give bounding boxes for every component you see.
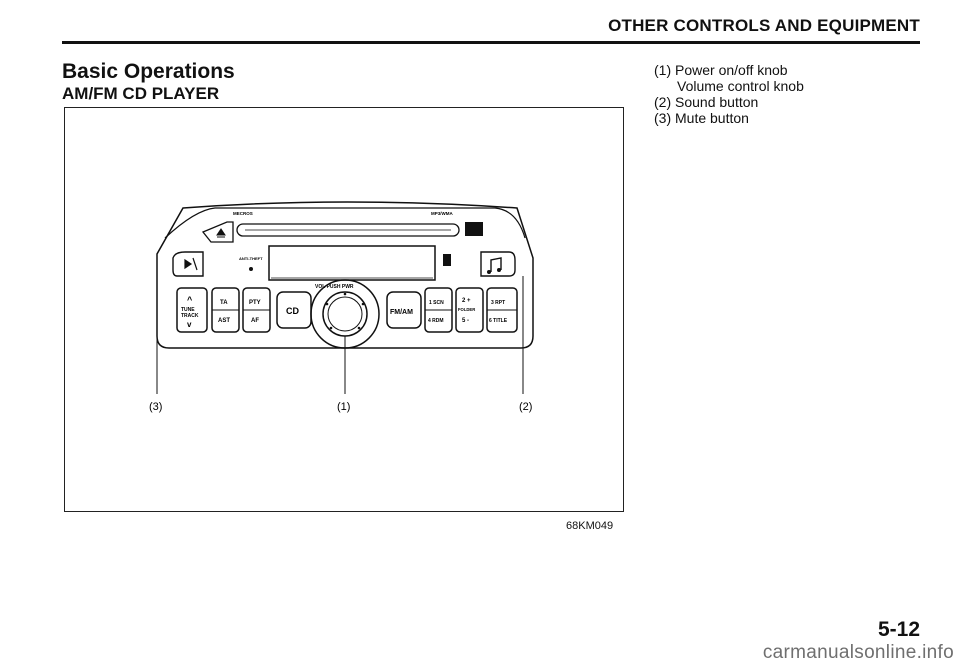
brand-label: MECROS xyxy=(233,211,253,216)
ta-label: TA xyxy=(220,300,228,306)
watermark: carmanualsonline.info xyxy=(762,642,954,663)
pty-label: PTY xyxy=(249,300,261,306)
cd-label: CD xyxy=(286,306,299,316)
section-header: OTHER CONTROLS AND EQUIPMENT xyxy=(608,16,920,35)
folder-label: FOLDER xyxy=(458,307,475,312)
svg-text:v: v xyxy=(187,320,192,329)
disc-logo-icon xyxy=(465,222,483,236)
callout-1: (1) xyxy=(337,401,350,413)
figure-id: 68KM049 xyxy=(566,520,614,532)
tune-label: TUNE xyxy=(181,307,195,313)
ast-label: AST xyxy=(218,318,230,324)
legend-item-1: (1) Power on/off knob xyxy=(654,62,788,78)
page-number: 5-12 xyxy=(877,618,920,641)
header-rule xyxy=(62,41,920,44)
mute-icon xyxy=(184,257,198,271)
faceplate-outline xyxy=(156,201,534,349)
music-note-icon xyxy=(490,257,502,272)
af-label: AF xyxy=(251,318,259,324)
cd-slot xyxy=(236,223,460,237)
antitheft-label: ANTI-THEFT xyxy=(239,256,263,261)
page-subtitle: AM/FM CD PLAYER xyxy=(62,84,220,103)
antitheft-indicator xyxy=(249,267,253,271)
vol-label: VOL PUSH PWR xyxy=(315,284,354,290)
preset-2-label: 2 + xyxy=(462,298,471,304)
preset-2-5-button[interactable] xyxy=(455,287,484,333)
power-volume-knob[interactable] xyxy=(322,291,368,337)
mute-button[interactable] xyxy=(172,251,204,277)
eq-icon xyxy=(443,254,451,266)
tune-track-button[interactable] xyxy=(176,287,208,333)
track-label: TRACK xyxy=(181,313,199,319)
legend-item-1b: Volume control knob xyxy=(677,78,804,94)
figure-frame: MECROS MP3/WMA ANTI-THEFT VOL PUSH PWR ^… xyxy=(64,107,624,512)
display-window xyxy=(268,245,436,281)
page-title: Basic Operations xyxy=(62,60,235,83)
legend-item-3: (3) Mute button xyxy=(654,110,749,126)
faceplate-top-arc xyxy=(164,207,526,239)
callout-2: (2) xyxy=(519,401,532,413)
legend: (1) Power on/off knob Volume control kno… xyxy=(654,62,804,126)
callout-3: (3) xyxy=(149,401,162,413)
mp3-label: MP3/WMA xyxy=(431,211,453,216)
preset-6-label: 6 TITLE xyxy=(489,318,508,324)
fmam-button[interactable] xyxy=(386,291,422,329)
eject-icon xyxy=(216,228,226,238)
preset-1-label: 1 SCN xyxy=(429,300,444,306)
sound-button[interactable] xyxy=(480,251,516,277)
legend-item-2: (2) Sound button xyxy=(654,94,759,110)
cd-player-illustration: MECROS MP3/WMA ANTI-THEFT VOL PUSH PWR ^… xyxy=(149,201,534,413)
fmam-label: FM/AM xyxy=(390,309,413,316)
svg-text:^: ^ xyxy=(187,295,193,305)
preset-5-label: 5 - xyxy=(462,318,469,324)
preset-3-label: 3 RPT xyxy=(491,300,505,306)
eject-button[interactable] xyxy=(201,221,234,243)
preset-4-label: 4 RDM xyxy=(428,318,444,324)
